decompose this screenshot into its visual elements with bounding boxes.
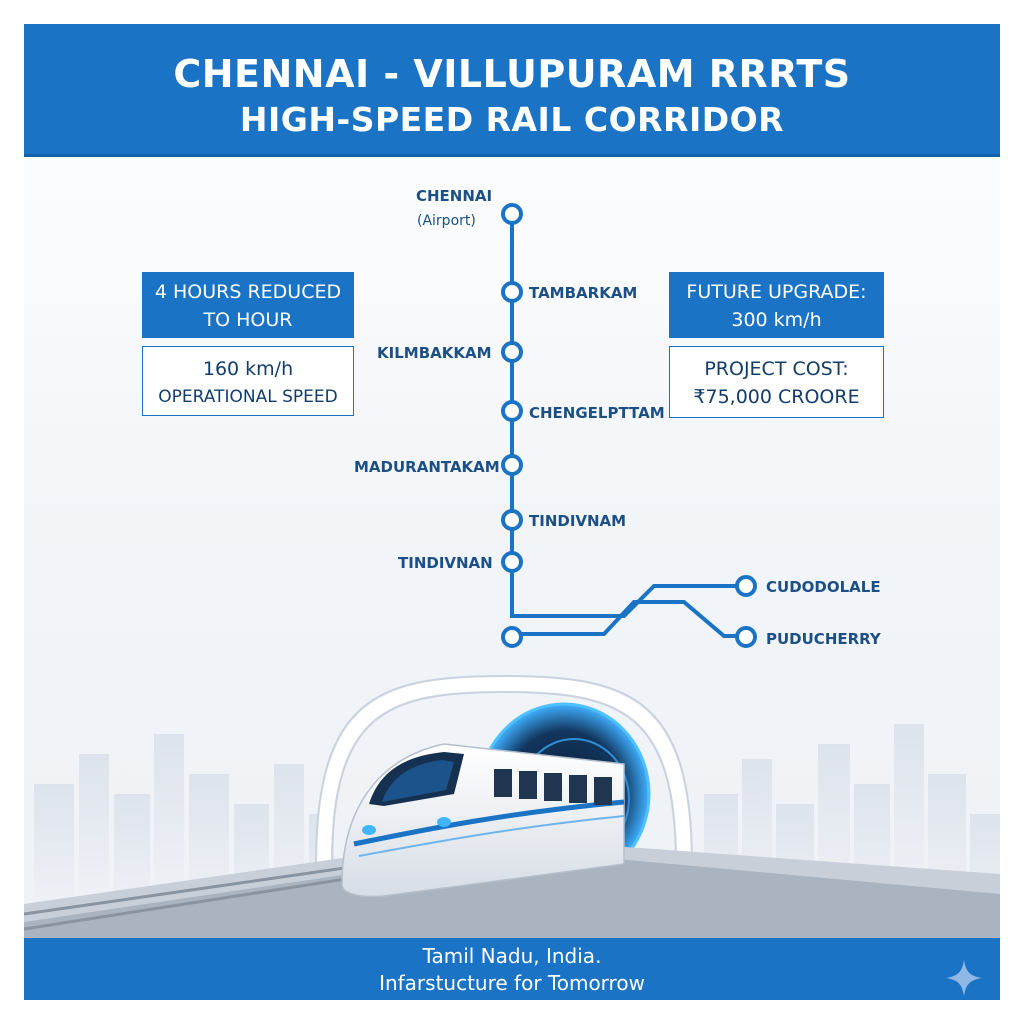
high-speed-train [341, 743, 625, 898]
station-label-kilmbakkam: KILMBAKKAM [377, 344, 492, 362]
station-label-cudodolale: CUDODOLALE [766, 578, 881, 596]
operational-speed-value: 160 km/h [202, 358, 294, 380]
operational-speed-box: 160 km/h OPERATIONAL SPEED [142, 346, 354, 416]
station-label-puducherry: PUDUCHERRY [766, 630, 881, 648]
route-map [501, 203, 757, 648]
route-line-branch [512, 600, 742, 638]
station-node-tambarkam [501, 281, 523, 303]
train-illustration [24, 674, 1000, 940]
sparkle-icon [946, 960, 982, 996]
station-label-chennai: CHENNAI [416, 187, 493, 205]
project-cost-box: PROJECT COST: ₹75,000 CROORE [669, 346, 884, 418]
tunnel-arch-outline [315, 674, 693, 865]
station-node-puducherry [735, 626, 757, 648]
infographic-canvas: CHENNAI - VILLUPURAM RRRTS HIGH-SPEED RA… [24, 24, 1000, 1000]
station-node-tindivnan [501, 551, 523, 573]
station-node-chengelpttam [501, 400, 523, 422]
future-upgrade-line-1: FUTURE UPGRADE: [686, 281, 867, 303]
footer-banner: Tamil Nadu, India. Infarstucture for Tom… [24, 938, 1000, 1000]
station-label-tindivnam: TINDIVNAM [529, 512, 627, 530]
station-node-madurantakam [501, 454, 523, 476]
project-cost-line-1: PROJECT COST: [704, 358, 849, 380]
station-label-madurantakam: MADURANTAKAM [354, 458, 500, 476]
station-label-tambarkam: TAMBARKAM [529, 284, 638, 302]
time-reduction-line-2: TO HOUR [203, 309, 293, 331]
rail-tracks [24, 839, 1000, 940]
station-label-tindivnan: TINDIVNAN [398, 554, 493, 572]
tunnel-arch [317, 676, 691, 865]
operational-speed-label: OPERATIONAL SPEED [158, 387, 338, 407]
station-label-chengelpttam: CHENGELPTTAM [529, 404, 665, 422]
footer-line-2: Infarstucture for Tomorrow [379, 971, 645, 995]
title-line-2: HIGH-SPEED RAIL CORRIDOR [239, 100, 785, 139]
future-upgrade-box: FUTURE UPGRADE: 300 km/h [669, 272, 884, 338]
station-sub-chennai: (Airport) [417, 213, 476, 229]
time-reduction-box: 4 HOURS REDUCED TO HOUR [142, 272, 354, 338]
station-node-cudodolale [735, 575, 757, 597]
station-node-junction [501, 626, 523, 648]
header-banner: CHENNAI - VILLUPURAM RRRTS HIGH-SPEED RA… [24, 24, 1000, 157]
station-node-kilmbakkam [501, 341, 523, 363]
future-upgrade-line-2: 300 km/h [731, 309, 822, 331]
route-line-main [510, 214, 742, 618]
project-cost-line-2: ₹75,000 CROORE [693, 386, 860, 408]
footer-line-1: Tamil Nadu, India. [422, 944, 602, 968]
station-node-tindivnam [501, 509, 523, 531]
title-line-1: CHENNAI - VILLUPURAM RRRTS [173, 52, 851, 96]
station-node-chennai [501, 203, 523, 225]
time-reduction-line-1: 4 HOURS REDUCED [154, 281, 342, 303]
